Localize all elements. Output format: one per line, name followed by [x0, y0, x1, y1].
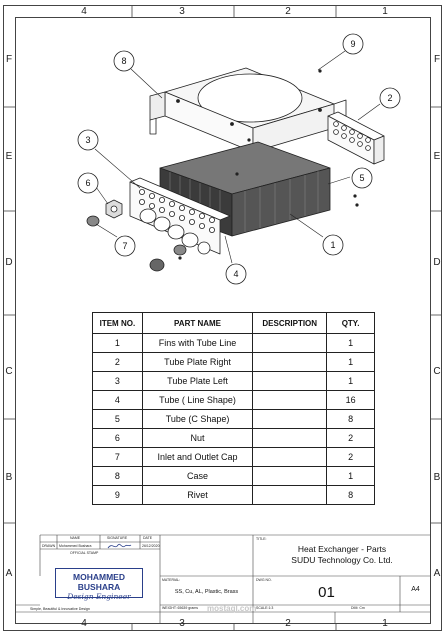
- tb-dwg-label: DWG NO.: [256, 578, 272, 582]
- callout-7: 7: [122, 241, 128, 251]
- tb-motto: Simple, Beautiful & Innovative Design: [30, 607, 90, 611]
- bom-cell-name: Rivet: [141, 485, 254, 505]
- zone-row-left-c: C: [5, 366, 13, 377]
- zone-row-right-b: B: [433, 472, 441, 483]
- tb-weight: WEIGHT: 65639 grams: [162, 606, 198, 610]
- tb-date-label: DATE: [143, 536, 153, 540]
- callout-9: 9: [350, 39, 356, 49]
- signature-image: [107, 543, 132, 549]
- zone-row-right-a: A: [433, 568, 441, 579]
- tb-scale: SCALE:1:3: [256, 606, 274, 610]
- tb-material-value: SS, Cu, AL, Plastic, Brass: [174, 589, 239, 595]
- stamp-role: Design Engineer: [67, 592, 131, 601]
- bom-cell-desc: [252, 485, 328, 505]
- callout-balloons: [77, 33, 401, 285]
- callout-6: 6: [85, 178, 91, 188]
- zone-col-top-3: 3: [179, 6, 185, 17]
- tb-official-stamp-label: OFFICIAL STAMP: [70, 551, 99, 555]
- tb-drawn-label: DRAWN: [42, 544, 56, 548]
- sheet-border-outer: [3, 5, 442, 631]
- zone-col-bottom-2: 2: [285, 618, 291, 629]
- tb-title-label: TITLE:: [256, 537, 267, 541]
- zone-col-bottom-4: 4: [81, 618, 87, 629]
- zone-col-bottom-3: 3: [179, 618, 185, 629]
- zone-row-right-f: F: [433, 54, 441, 65]
- tb-signature-label: SIGNATURE: [107, 536, 128, 540]
- tb-size: A4: [411, 586, 420, 593]
- zone-col-top-4: 4: [81, 6, 87, 17]
- zone-col-bottom-1: 1: [382, 618, 388, 629]
- cap-part: [86, 215, 187, 272]
- zone-col-top-2: 2: [285, 6, 291, 17]
- tubes-part: [139, 208, 211, 255]
- callout-8: 8: [121, 56, 127, 66]
- bom-cell-qty: 8: [326, 485, 375, 505]
- tb-dwg-value: 01: [318, 584, 335, 601]
- callout-5: 5: [359, 173, 365, 183]
- nut-part: [105, 199, 123, 219]
- engineer-stamp: MOHAMMED BUSHARA Design Engineer: [55, 568, 143, 601]
- zone-row-right-d: D: [433, 257, 441, 268]
- tb-title-line1: Heat Exchanger - Parts: [297, 544, 387, 554]
- tb-title: Heat Exchanger - Parts SUDU Technology C…: [253, 544, 431, 566]
- exploded-drawing: [86, 50, 385, 272]
- tube-plate-left-part: [129, 177, 231, 255]
- callout-1: 1: [330, 240, 336, 250]
- zone-row-left-a: A: [5, 568, 13, 579]
- tb-title-line2: SUDU Technology Co. Ltd.: [291, 555, 393, 565]
- tb-material-label: MATERIAL:: [162, 578, 181, 582]
- callout-3: 3: [85, 135, 91, 145]
- zone-row-right-c: C: [433, 366, 441, 377]
- rivets-part: [178, 69, 359, 260]
- tb-drawn-date: 26/12/2020: [142, 544, 160, 548]
- zone-row-left-d: D: [5, 257, 13, 268]
- callout-4: 4: [233, 269, 239, 279]
- stamp-name: MOHAMMED BUSHARA: [73, 572, 125, 592]
- tb-dim: DIM: Cm: [351, 606, 365, 610]
- zone-row-left-f: F: [5, 54, 13, 65]
- zone-row-left-e: E: [5, 151, 13, 162]
- zone-row-left-b: B: [5, 472, 13, 483]
- watermark: mostaql.com: [207, 604, 257, 613]
- zone-row-right-e: E: [433, 151, 441, 162]
- callout-2: 2: [387, 93, 393, 103]
- zone-col-top-1: 1: [382, 6, 388, 17]
- tb-name-label: NAME: [70, 536, 81, 540]
- tube-plate-right-part: [327, 111, 385, 165]
- tb-drawn-name: Mohammed Bushara: [59, 544, 92, 548]
- case-part: [149, 67, 347, 153]
- sheet-border-inner: [15, 17, 431, 624]
